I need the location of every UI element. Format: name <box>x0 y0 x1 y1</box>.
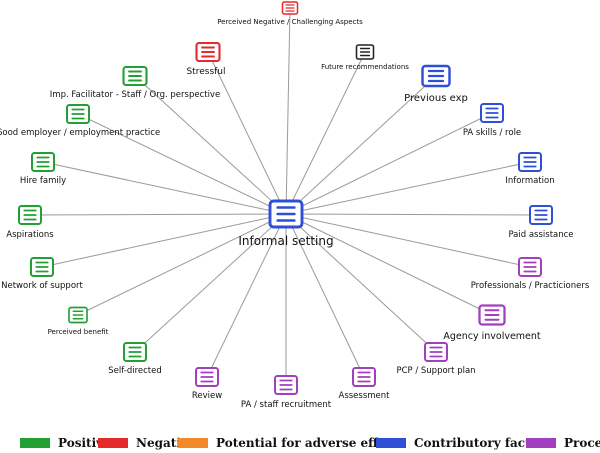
list-icon <box>421 64 451 88</box>
edge-previous-exp <box>285 75 437 215</box>
legend-label: Positive <box>58 436 111 450</box>
node-label: Review <box>192 391 222 401</box>
list-icon <box>518 257 542 277</box>
node-label: Self-directed <box>108 366 162 376</box>
node-label: Good employer / employment practice <box>0 128 160 138</box>
edge-professionals-practicioners <box>285 213 531 268</box>
list-icon <box>352 367 376 387</box>
node-future-recommendations[interactable]: Future recommendations <box>321 44 409 71</box>
legend-label: Potential for adverse effects <box>216 436 406 450</box>
node-perceived-benefit[interactable]: Perceived benefit <box>48 306 109 337</box>
node-label: Aspirations <box>6 230 54 240</box>
center-node[interactable]: Informal setting <box>238 199 334 248</box>
edge-paid-assistance <box>285 213 542 216</box>
node-perceived-negative-challenging-aspects[interactable]: Perceived Negative / Challenging Aspects <box>217 1 363 26</box>
list-icon <box>31 152 55 172</box>
node-label: Agency involvement <box>443 331 541 342</box>
legend-swatch <box>376 438 406 448</box>
list-icon <box>268 199 304 229</box>
legend-swatch <box>98 438 128 448</box>
list-icon <box>355 44 375 60</box>
node-label: Perceived Negative / Challenging Aspects <box>217 18 363 26</box>
node-label: PA skills / role <box>463 128 521 138</box>
node-imp-facilitator-staff-org-perspective[interactable]: Imp. Facilitator - Staff / Org. perspect… <box>50 65 220 100</box>
edge-pa-skills-role <box>285 112 493 215</box>
node-network-of-support[interactable]: Network of support <box>1 257 84 291</box>
legend-swatch <box>178 438 208 448</box>
list-icon <box>518 152 542 172</box>
list-icon <box>68 306 88 324</box>
list-icon <box>195 367 219 387</box>
edge-assessment <box>285 213 365 378</box>
node-assessment[interactable]: Assessment <box>339 367 391 401</box>
edge-imp-facilitator-staff-org-perspective <box>134 75 287 215</box>
node-label: Network of support <box>1 281 83 291</box>
legend-swatch <box>526 438 556 448</box>
edge-network-of-support <box>41 213 287 268</box>
edge-pcp-support-plan <box>285 213 437 353</box>
node-label: PCP / Support plan <box>396 366 475 376</box>
legend-swatch <box>20 438 50 448</box>
node-label: Hire family <box>20 176 66 186</box>
edge-good-employer-employment-practice <box>77 113 287 215</box>
list-icon <box>66 104 90 124</box>
edge-information <box>285 161 531 215</box>
node-agency-involvement[interactable]: Agency involvement <box>443 304 541 343</box>
edge-layer <box>29 7 542 385</box>
edge-perceived-benefit <box>77 213 287 316</box>
edge-perceived-negative-challenging-aspects <box>285 7 291 215</box>
list-icon <box>480 103 504 123</box>
node-professionals-practicioners[interactable]: Professionals / Practicioners <box>471 257 590 291</box>
edge-agency-involvement <box>285 213 493 316</box>
list-icon <box>529 205 553 225</box>
list-icon <box>478 304 506 326</box>
list-icon <box>274 375 298 395</box>
legend-label: Process <box>564 436 600 450</box>
edge-hire-family <box>42 161 287 215</box>
node-previous-exp[interactable]: Previous exp <box>404 64 468 104</box>
node-review[interactable]: Review <box>192 367 222 401</box>
list-icon <box>30 257 54 277</box>
list-icon <box>18 205 42 225</box>
node-self-directed[interactable]: Self-directed <box>108 342 162 376</box>
list-icon <box>424 342 448 362</box>
legend-item-potential-for-adverse-effects: Potential for adverse effects <box>178 436 405 450</box>
node-good-employer-employment-practice[interactable]: Good employer / employment practice <box>0 104 160 138</box>
node-layer: Perceived Negative / Challenging Aspects… <box>0 1 590 410</box>
list-icon <box>195 41 221 63</box>
edge-review <box>206 213 287 378</box>
concept-map: Perceived Negative / Challenging Aspects… <box>0 1 590 410</box>
legend-label: Contributory factors <box>414 436 552 450</box>
node-pa-staff-recruitment[interactable]: PA / staff recruitment <box>241 375 332 410</box>
list-icon <box>122 65 148 87</box>
node-stressful[interactable]: Stressful <box>186 41 226 77</box>
node-label: Previous exp <box>404 93 468 104</box>
edge-self-directed <box>134 213 287 353</box>
node-pa-skills-role[interactable]: PA skills / role <box>463 103 521 138</box>
edge-future-recommendations <box>285 51 366 215</box>
node-label: Paid assistance <box>508 230 573 240</box>
node-label: Professionals / Practicioners <box>471 281 590 291</box>
legend-item-contributory-factors: Contributory factors <box>376 436 552 450</box>
edge-aspirations <box>29 213 287 216</box>
node-label: Stressful <box>186 67 225 77</box>
node-label: PA / staff recruitment <box>241 400 332 410</box>
list-icon <box>123 342 147 362</box>
node-label: Perceived benefit <box>48 328 109 336</box>
legend-item-process: Process <box>526 436 600 450</box>
node-aspirations[interactable]: Aspirations <box>6 205 54 240</box>
node-label: Information <box>505 176 554 186</box>
center-label: Informal setting <box>238 234 333 248</box>
node-information[interactable]: Information <box>505 152 555 186</box>
node-label: Imp. Facilitator - Staff / Org. perspect… <box>50 90 220 100</box>
node-paid-assistance[interactable]: Paid assistance <box>508 205 574 240</box>
node-label: Assessment <box>339 391 391 401</box>
list-icon <box>281 1 299 15</box>
node-label: Future recommendations <box>321 63 409 71</box>
legend-item-positive: Positive <box>20 436 111 450</box>
node-hire-family[interactable]: Hire family <box>20 152 66 186</box>
node-pcp-support-plan[interactable]: PCP / Support plan <box>396 342 476 376</box>
edge-stressful <box>207 51 287 215</box>
